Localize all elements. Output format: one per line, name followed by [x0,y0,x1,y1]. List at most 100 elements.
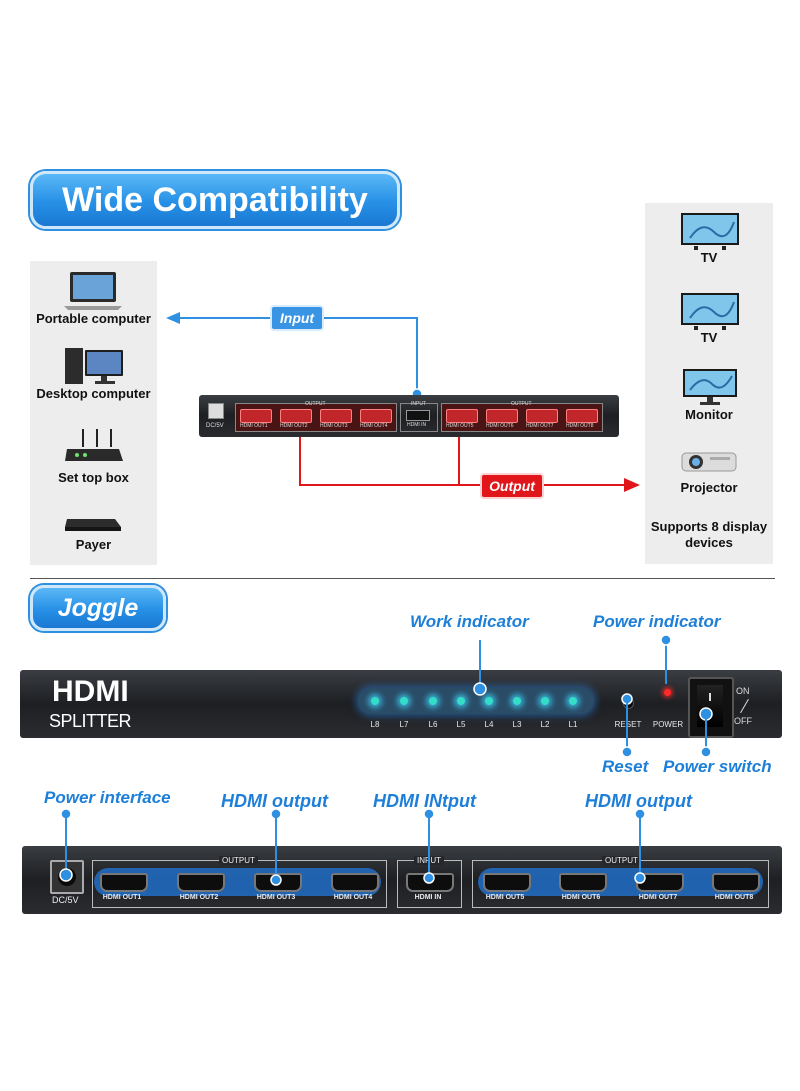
mini-port-out8 [566,409,598,423]
mini-port-out5 [446,409,478,423]
led-l6 [429,697,437,705]
mini-out7-label: HDMI OUT7 [526,423,554,429]
output-header-right: OUTPUT [602,856,641,865]
device-label-tv-1: TV [700,250,718,265]
input-line [175,317,418,393]
hdmi-out2-port [177,873,225,892]
mini-out6-label: HDMI OUT6 [486,423,514,429]
hdmi-out6-port [559,873,607,892]
callout-power-switch: Power switch [663,757,772,776]
device-label-tv-2: TV [700,330,718,345]
mini-port-out2 [280,409,312,423]
callout-power-interface: Power interface [44,788,171,807]
laptop-icon [62,270,124,317]
power-switch[interactable] [688,677,734,738]
hdmi-out3-label: HDMI OUT3 [256,894,296,901]
led-l1 [569,697,577,705]
hdmi-out7-label: HDMI OUT7 [638,894,678,901]
output-arrow [624,478,640,492]
source-devices-panel [30,261,157,565]
back-callout-lines [59,808,646,886]
device-label-desktop-computer: Desktop computer [36,386,151,401]
device-label-set-top-box: Set top box [58,470,129,485]
mini-dc-label: DC/5V [206,423,224,429]
led-label-l5: L5 [456,720,466,729]
hdmi-out2-label: HDMI OUT2 [179,894,219,901]
output-line-left [299,434,625,486]
mini-out2-label: HDMI OUT2 [280,423,308,429]
device-label-payer: Payer [75,537,112,552]
callout-hdmi-output-right: HDMI output [585,791,692,811]
mini-port-out3 [320,409,352,423]
led-label-l4: L4 [484,720,494,729]
hdmi-out6-label: HDMI OUT6 [561,894,601,901]
mini-port-out4 [360,409,392,423]
led-l3 [513,697,521,705]
mini-port-out7 [526,409,558,423]
led-label-l3: L3 [512,720,522,729]
mini-dc-port [208,403,224,419]
hdmi-in-label: HDMI IN [414,894,442,901]
input-tag: Input [270,305,324,331]
hdmi-out4-label: HDMI OUT4 [333,894,373,901]
dc-label: DC/5V [52,895,79,905]
hdmi-out5-label: HDMI OUT5 [485,894,525,901]
mini-output-header-left: OUTPUT [305,401,326,407]
switch-on-label: ON [736,686,750,696]
hdmi-out5-port [483,873,531,892]
tv-icon [680,292,740,337]
output-tag: Output [480,473,544,499]
led-label-l8: L8 [370,720,380,729]
mini-out1-label: HDMI OUT1 [240,423,268,429]
led-l2 [541,697,549,705]
section-divider [30,578,775,579]
section-title-joggle: Joggle [30,585,166,631]
set-top-box-icon [63,427,125,474]
front-panel-brand: HDMI [52,675,129,708]
connection-lines [166,312,640,492]
led-label-l2: L2 [540,720,550,729]
projector-icon [680,447,740,482]
front-panel-sub: SPLITTER [49,711,132,731]
tv-icon [680,212,740,257]
output-header-left: OUTPUT [219,856,258,865]
hdmi-out1-label: HDMI OUT1 [102,894,142,901]
mini-port-out1 [240,409,272,423]
mini-port-out6 [486,409,518,423]
device-label-portable-computer: Portable computer [36,311,151,326]
hdmi-out1-port [100,873,148,892]
mini-out8-label: HDMI OUT8 [566,423,594,429]
input-arrow [166,312,180,324]
monitor-icon [682,368,738,411]
device-label-projector: Projector [680,480,738,495]
mini-input-group [400,403,438,432]
power-label: POWER [652,720,684,729]
led-l4 [485,697,493,705]
led-l5 [457,697,465,705]
mini-out3-label: HDMI OUT3 [320,423,348,429]
mini-out4-label: HDMI OUT4 [360,423,388,429]
desktop-computer-icon [63,346,125,391]
led-label-l1: L1 [568,720,578,729]
callout-power-indicator: Power indicator [593,612,721,631]
led-l8 [371,697,379,705]
switch-off-label: OFF [734,716,752,726]
mini-hdmi-in-label: HDMI IN [407,422,427,428]
front-callout-lines [473,634,713,758]
callout-work-indicator: Work indicator [410,612,529,631]
callout-reset: Reset [602,757,649,776]
led-label-l6: L6 [428,720,438,729]
player-icon [63,515,125,540]
callout-hdmi-output-left: HDMI output [221,791,328,811]
callout-hdmi-input: HDMI INtput [373,791,476,811]
supports-8-displays-note: Supports 8 display devices [650,519,768,550]
hdmi-out8-port [712,873,760,892]
device-label-monitor: Monitor [685,407,733,422]
mini-hdmi-in-port [406,410,430,421]
hdmi-out4-port [331,873,379,892]
power-indicator-led [664,689,671,696]
section-title-wide-compatibility: Wide Compatibility [30,171,400,229]
hdmi-out8-label: HDMI OUT8 [714,894,754,901]
led-label-l7: L7 [399,720,409,729]
mini-out5-label: HDMI OUT5 [446,423,474,429]
